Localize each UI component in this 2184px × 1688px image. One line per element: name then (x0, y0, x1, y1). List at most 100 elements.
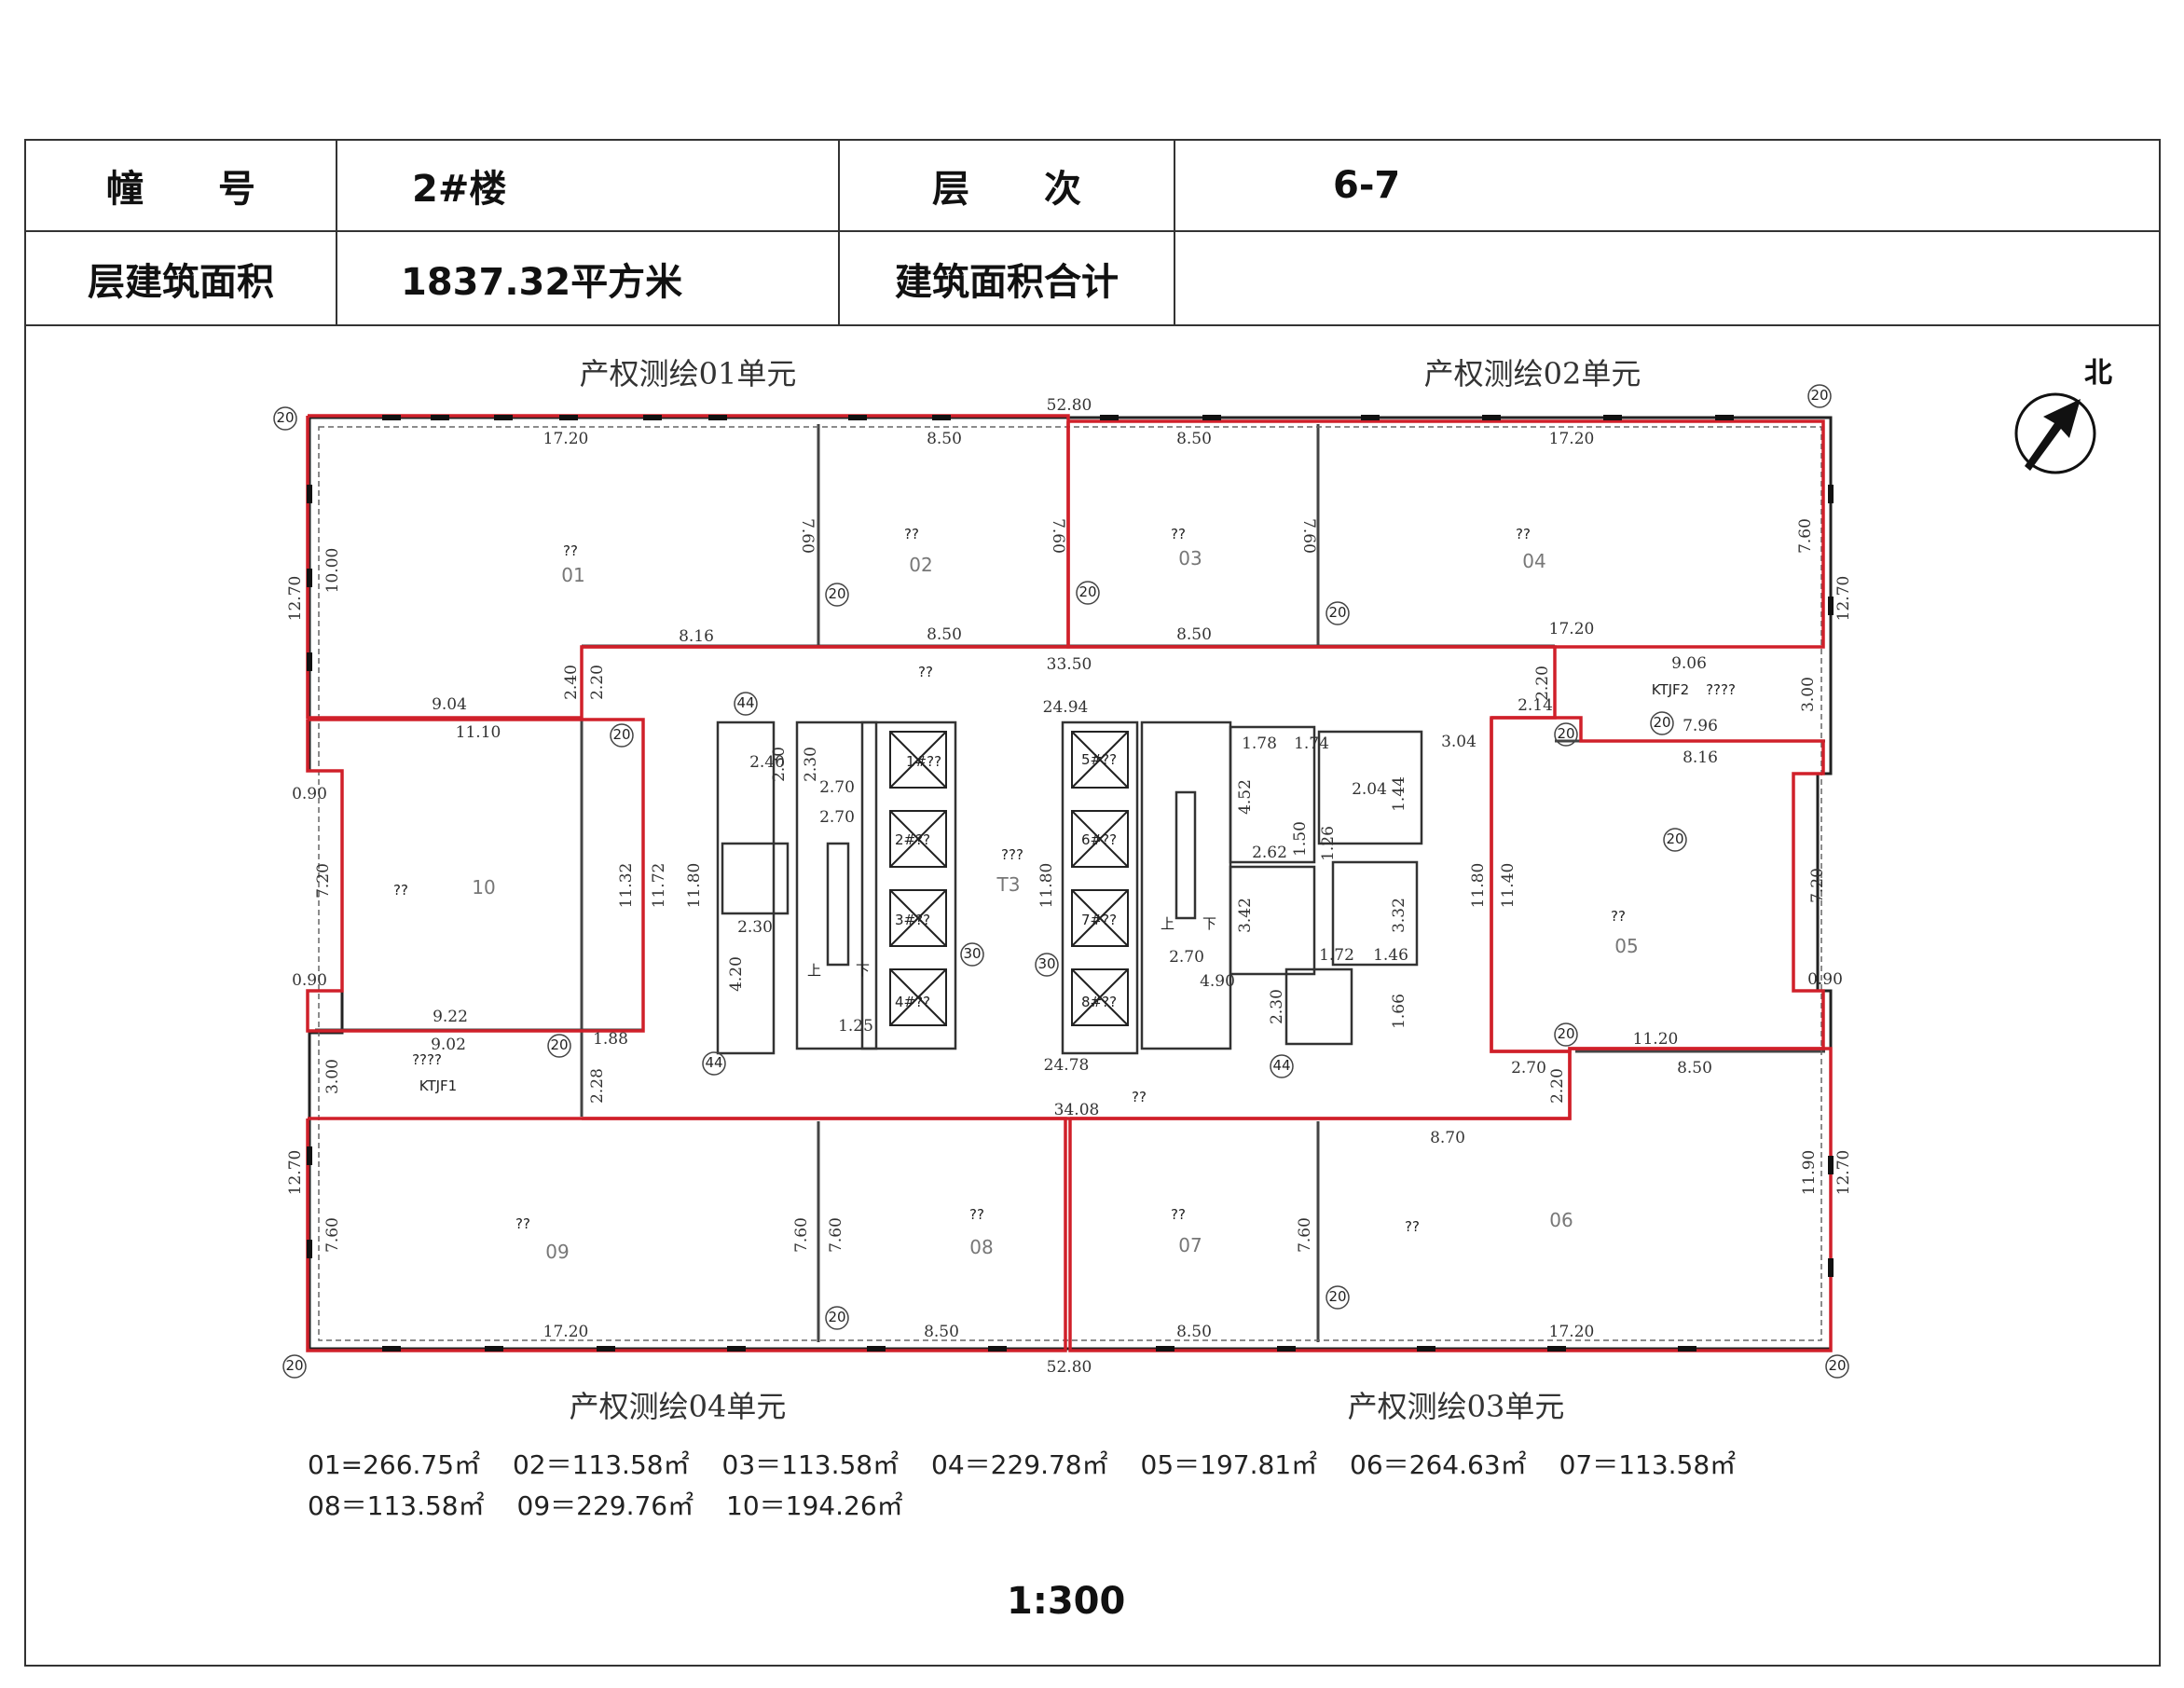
dim-3350: 33.50 (1047, 655, 1092, 674)
dim-c150: 1.50 (1291, 821, 1310, 857)
room-10-name: ?? (393, 882, 408, 899)
area-05: 05＝197.81㎡ (1140, 1449, 1318, 1480)
dim-300a: 3.00 (1799, 677, 1818, 712)
dim-1172: 11.72 (650, 863, 668, 909)
dim-228: 2.28 (588, 1068, 607, 1104)
property-boundaries (306, 414, 1833, 1352)
unit-title-04: 产权测绘04单元 (570, 1389, 787, 1424)
marker-label: 20 (828, 1309, 845, 1325)
marker-label: 20 (1653, 714, 1670, 731)
dim-220b: 2.20 (1533, 666, 1552, 701)
dim-r04-w: 17.20 (1549, 430, 1595, 448)
elevator-3-label: 3#?? (895, 912, 930, 928)
room-03-name: ?? (1171, 526, 1186, 542)
core-name: ??? (1001, 846, 1023, 863)
dim-1120: 11.20 (1633, 1030, 1679, 1049)
dim-3408: 34.08 (1054, 1101, 1100, 1119)
dim-850b: 8.50 (1176, 625, 1212, 644)
dim-c146: 1.46 (1373, 946, 1408, 965)
circle-markers (273, 384, 1849, 1379)
header-bottom-divider (24, 324, 2161, 326)
marker-label: 20 (550, 1036, 568, 1053)
marker-label: 44 (1272, 1057, 1290, 1074)
dim-right-h-top: 12.70 (1834, 576, 1853, 622)
dim-r0203-h: 7.60 (1049, 518, 1067, 554)
room-01-name: ?? (563, 542, 578, 559)
dim-188: 1.88 (593, 1030, 628, 1049)
marker-label: 20 (276, 409, 294, 426)
unit-titles: 产权测绘01单元 产权测绘02单元 产权测绘04单元 产权测绘03单元 (570, 356, 1641, 1424)
area-list: 01=266.75㎡ 02＝113.58㎡ 03＝113.58㎡ 04＝229.… (308, 1445, 1836, 1527)
marker-label: 20 (1328, 604, 1346, 621)
elevator-8-label: 8#?? (1081, 994, 1117, 1010)
dim-r04-b: 17.20 (1549, 620, 1595, 638)
area-label: 层建筑面积 (88, 260, 274, 304)
dim-922: 9.22 (433, 1008, 468, 1026)
dim-c332: 3.32 (1390, 898, 1408, 933)
marker-label: 20 (1828, 1357, 1846, 1374)
dim-270: 2.70 (1511, 1059, 1546, 1077)
dim-220a: 2.20 (588, 665, 607, 700)
elevator-4-label: 4#?? (895, 994, 930, 1010)
dim-c125: 1.25 (838, 1017, 873, 1036)
room-10-id: 10 (472, 876, 495, 899)
dim-r01-h: 10.00 (323, 548, 342, 594)
corridor-bottom-name: ?? (1132, 1089, 1147, 1105)
dim-090b: 0.90 (292, 971, 327, 990)
elevator-labels: 1#?? 2#?? 3#?? 4#?? 5#?? 6#?? 7#?? 8#?? … (807, 751, 1216, 1010)
header-col-divider-1 (336, 139, 337, 325)
area-08: 08＝113.58㎡ (308, 1490, 485, 1521)
elevator-6-label: 6#?? (1081, 831, 1117, 848)
dim-left-h-top: 12.70 (286, 576, 305, 622)
dim-304: 3.04 (1441, 733, 1477, 751)
area-10: 10＝194.26㎡ (726, 1490, 903, 1521)
dashed-inner-lines (318, 426, 1822, 1341)
total-label: 建筑面积合计 (895, 260, 1119, 304)
marker-label: 20 (1557, 1025, 1574, 1042)
dim-300b: 3.00 (323, 1059, 342, 1094)
dim-850a: 8.50 (927, 625, 962, 644)
dim-796: 7.96 (1683, 717, 1718, 735)
core-left (716, 720, 957, 1055)
dim-r08-h: 7.60 (827, 1217, 845, 1253)
marker-label: 20 (1078, 583, 1096, 600)
ktjf1-name: ???? (412, 1051, 442, 1068)
marker-label: 20 (1666, 830, 1683, 847)
unit-title-03: 产权测绘03单元 (1348, 1389, 1565, 1424)
dim-2478: 24.78 (1044, 1056, 1090, 1075)
dim-1140: 11.40 (1499, 863, 1518, 909)
room-06-name: ?? (1405, 1218, 1420, 1235)
dim-c172: 1.72 (1319, 946, 1354, 965)
dim-c270c: 2.70 (1169, 948, 1204, 967)
marker-label: 30 (963, 945, 981, 962)
dim-090a: 0.90 (292, 785, 327, 803)
room-labels: ?? 01 ?? 02 ?? 03 ?? 04 ?? 05 ?? 06 ?? 0… (393, 526, 1736, 1263)
elevator-2-label: 2#?? (895, 831, 930, 848)
ktjf2-name: ???? (1706, 681, 1736, 698)
dim-top-total: 52.80 (1047, 396, 1092, 415)
circle-marker-labels: 20 20 20 20 20 20 20 20 20 20 20 20 20 2… (276, 387, 1846, 1374)
room-02-id: 02 (909, 554, 932, 576)
marker-label: 20 (1328, 1288, 1346, 1305)
elevators-right (1071, 731, 1129, 1026)
north-label: 北 (2084, 357, 2112, 390)
dim-c452: 4.52 (1236, 779, 1255, 815)
dim-c174: 1.74 (1294, 734, 1329, 753)
dim-left-h-bot: 12.70 (286, 1150, 305, 1196)
dim-090c: 0.90 (1807, 970, 1843, 989)
dim-r02-w: 8.50 (927, 430, 962, 448)
unit-title-02: 产权测绘02单元 (1424, 356, 1641, 391)
room-04-id: 04 (1522, 550, 1545, 572)
dim-906: 9.06 (1671, 654, 1707, 673)
ktjf2-label: KTJF2 (1652, 681, 1689, 698)
header-col-divider-3 (1174, 139, 1175, 325)
dim-1180b: 11.80 (1469, 863, 1488, 909)
dim-c166: 1.66 (1390, 994, 1408, 1029)
dim-850c: 8.50 (1677, 1059, 1712, 1077)
marker-label: 30 (1037, 955, 1055, 972)
room-05-name: ?? (1611, 908, 1626, 925)
area-04: 04＝229.78㎡ (931, 1449, 1108, 1480)
dim-c270a: 2.70 (819, 778, 855, 797)
dim-c230: 2.30 (770, 747, 789, 782)
core-right (1061, 720, 1423, 1055)
